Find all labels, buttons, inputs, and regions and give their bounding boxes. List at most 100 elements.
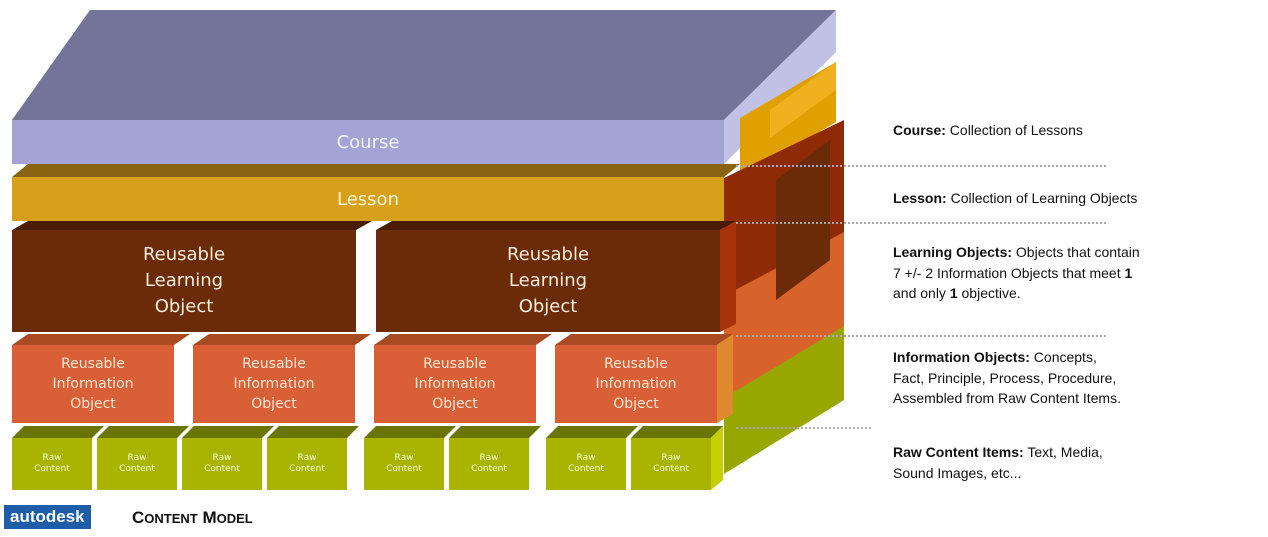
content-model-diagram: Course Lesson Reusable Learning Object R… [12, 10, 844, 490]
lesson-description: Lesson: Collection of Learning Objects [893, 188, 1137, 209]
title-small2: ODEL [216, 511, 253, 526]
back-raw-content-side [724, 326, 844, 474]
lesson-layer: Lesson [12, 177, 724, 221]
information-objects-line3: Assembled from Raw Content Items. [893, 390, 1121, 406]
rlo-line1: Reusable [142, 244, 226, 265]
rio-line1: Reusable [61, 356, 125, 372]
course-description: Course: Collection of Lessons [893, 120, 1083, 141]
lesson-term: Lesson: [893, 190, 947, 206]
rio-line3: Object [613, 396, 659, 412]
reusable-learning-object: Reusable Learning Object [12, 230, 356, 332]
rio-top-3 [374, 334, 552, 345]
leader-line-information-objects [736, 427, 871, 429]
lesson-text: Collection of Learning Objects [946, 190, 1138, 206]
title-big1: C [132, 508, 145, 527]
raw-side [711, 426, 723, 490]
layer-stack-depth [12, 10, 844, 490]
rio-line3: Object [70, 396, 116, 412]
raw-line1: Raw [576, 453, 596, 463]
rlo-top-right [376, 221, 736, 230]
raw-line2: Content [471, 464, 507, 474]
back-shadow-block [776, 140, 830, 300]
title-big2: M [197, 508, 217, 527]
rio-line1: Reusable [423, 356, 487, 372]
back-highlight-block [770, 62, 836, 138]
raw-line1: Raw [127, 453, 147, 463]
rio-line3: Object [251, 396, 297, 412]
rio-line2: Information [414, 376, 496, 392]
course-layer: Course [12, 120, 724, 164]
raw-line2: Content [568, 464, 604, 474]
rio-line2: Information [233, 376, 315, 392]
raw-line1: Raw [42, 453, 62, 463]
raw-top-5 [364, 426, 456, 438]
raw-top-3 [182, 426, 274, 438]
rlo-line2: Learning [508, 270, 588, 291]
learning-objects-line2: 7 +/- 2 Information Objects that meet [893, 264, 1125, 281]
learning-objects-line3-end: objective. [957, 285, 1021, 301]
rio-top-2 [193, 334, 371, 345]
rlo-line3: Object [154, 296, 214, 317]
raw-line2: Content [386, 464, 422, 474]
lesson-top-surface [12, 164, 740, 177]
course-top-surface [12, 10, 836, 120]
information-objects-line2: Fact, Principle, Process, Procedure, [893, 369, 1117, 386]
raw-line1: Raw [479, 453, 499, 463]
autodesk-logo: autodesk [4, 505, 91, 529]
learning-objects-line3: and only [893, 285, 950, 301]
raw-top-8 [631, 426, 723, 438]
raw-content-term: Raw Content Items: [893, 444, 1024, 460]
raw-content-line2: Sound Images, etc... [893, 464, 1022, 481]
rio-top-4 [555, 334, 733, 345]
reusable-learning-object: Reusable Learning Object [376, 230, 720, 332]
leader-line-learning-objects [736, 335, 1106, 337]
raw-line2: Content [289, 464, 325, 474]
raw-line1: Raw [212, 453, 232, 463]
raw-top-2 [97, 426, 189, 438]
raw-line1: Raw [661, 453, 681, 463]
learning-objects-bold2: 1 [949, 285, 958, 301]
information-objects-text: Concepts, [1029, 349, 1097, 365]
rio-top-1 [12, 334, 190, 345]
rio-line1: Reusable [242, 356, 306, 372]
raw-content-text: Text, Media, [1023, 444, 1103, 460]
rlo-line2: Learning [144, 270, 224, 291]
rlo-line1: Reusable [506, 244, 590, 265]
title-small1: ONTENT [144, 511, 198, 526]
raw-line2: Content [34, 464, 70, 474]
learning-objects-term: Learning Objects: [893, 244, 1013, 260]
raw-line1: Raw [394, 453, 414, 463]
raw-top-6 [449, 426, 541, 438]
learning-objects-text: Objects that contain [1012, 244, 1140, 260]
back-information-object-side [724, 232, 844, 398]
rio-side [717, 334, 733, 423]
content-model-title: CONTENT MODEL [132, 508, 253, 528]
rlo-top-left [12, 221, 372, 230]
information-objects-description: Information Objects: Concepts, Fact, Pri… [893, 347, 1121, 409]
learning-objects-description: Learning Objects: Objects that contain 7… [893, 242, 1140, 304]
raw-top-1 [12, 426, 104, 438]
rio-line2: Information [52, 376, 134, 392]
raw-line1: Raw [297, 453, 317, 463]
course-term: Course: [893, 122, 946, 138]
raw-content-description: Raw Content Items: Text, Media, Sound Im… [893, 442, 1103, 483]
raw-line2: Content [653, 464, 689, 474]
leader-line-lesson [736, 222, 1106, 224]
rlo-line3: Object [518, 296, 578, 317]
raw-line2: Content [119, 464, 155, 474]
raw-top-7 [546, 426, 638, 438]
leader-line-course [736, 165, 1106, 167]
rio-line1: Reusable [604, 356, 668, 372]
